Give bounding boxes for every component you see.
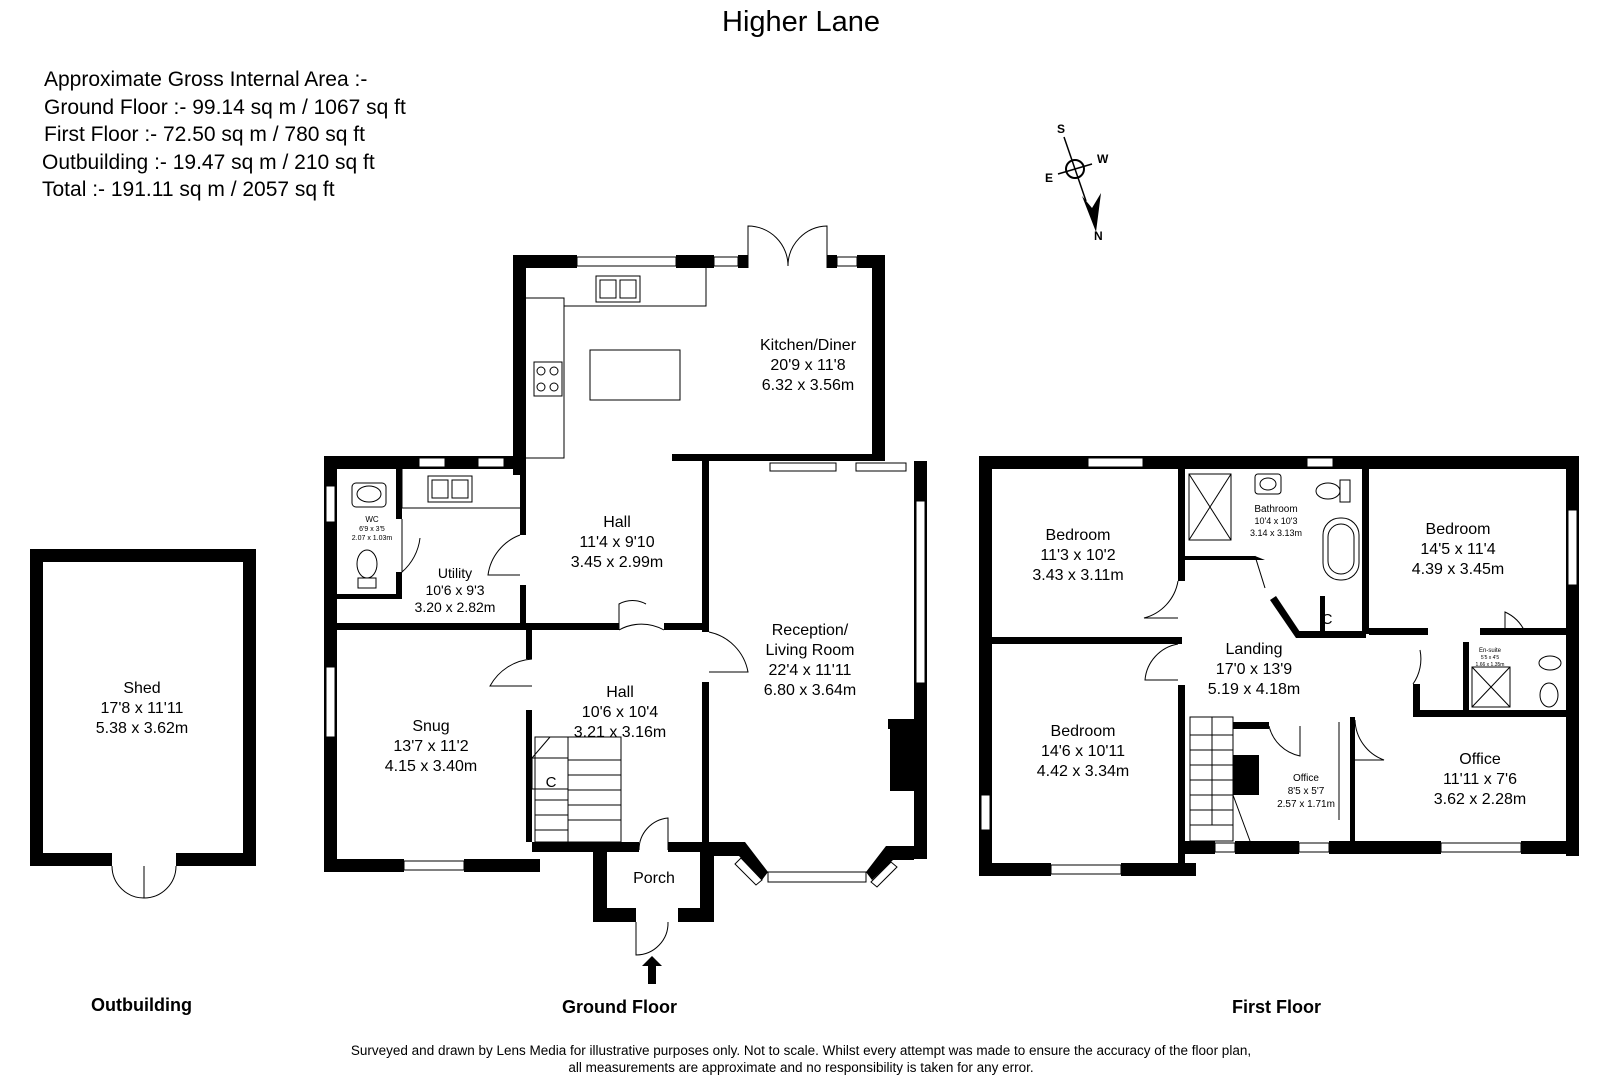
cupboard-first-label: C <box>1322 611 1333 628</box>
kitchen-imperial: 20'9 x 11'8 <box>770 357 845 374</box>
ensuite-imperial: 5'5 x 4'5 <box>1481 655 1500 661</box>
room-kitchen-diner: Kitchen/Diner 20'9 x 11'8 6.32 x 3.56m <box>760 337 857 394</box>
disclaimer-line-2: all measurements are approximate and no … <box>568 1060 1034 1075</box>
bedroom1-metric: 3.43 x 3.11m <box>1032 567 1123 584</box>
floor-label-outbuilding: Outbuilding <box>91 995 192 1015</box>
area-outbuilding: Outbuilding :- 19.47 sq m / 210 sq ft <box>42 150 375 174</box>
compass-e: E <box>1045 171 1053 185</box>
ensuite-name: En-suite <box>1479 648 1502 654</box>
bathroom-metric: 3.14 x 3.13m <box>1250 528 1302 538</box>
bedroom3-imperial: 14'6 x 10'11 <box>1041 743 1125 760</box>
room-bedroom-2: Bedroom 14'5 x 11'4 4.39 x 3.45m <box>1412 521 1505 578</box>
room-labels: Shed 17'8 x 11'11 5.38 x 3.62m Kitchen/D… <box>96 337 1527 887</box>
office-large-imperial: 11'11 x 7'6 <box>1443 771 1517 788</box>
disclaimer: Surveyed and drawn by Lens Media for ill… <box>0 1042 1602 1076</box>
room-snug: Snug 13'7 x 11'2 4.15 x 3.40m <box>385 718 478 775</box>
page-title: Higher Lane <box>722 6 880 38</box>
ensuite-metric: 1.66 x 1.35m <box>1476 662 1505 668</box>
utility-name: Utility <box>438 565 472 581</box>
office-small-imperial: 8'5 x 5'7 <box>1288 786 1325 797</box>
wc-imperial: 6'9 x 3'5 <box>359 526 385 533</box>
reception-name-1: Reception/ <box>772 622 849 639</box>
room-wc: WC 6'9 x 3'5 2.07 x 1.03m <box>352 515 393 542</box>
bedroom2-imperial: 14'5 x 11'4 <box>1420 541 1495 558</box>
compass-icon: S W E N <box>1045 122 1109 243</box>
utility-metric: 3.20 x 2.82m <box>415 599 496 615</box>
snug-imperial: 13'7 x 11'2 <box>393 738 468 755</box>
area-ground-floor: Ground Floor :- 99.14 sq m / 1067 sq ft <box>44 95 406 119</box>
snug-name: Snug <box>412 718 449 735</box>
room-bedroom-3: Bedroom 14'6 x 10'11 4.42 x 3.34m <box>1037 723 1130 780</box>
hall-upper-metric: 3.45 x 2.99m <box>571 554 664 571</box>
landing-name: Landing <box>1226 641 1283 658</box>
room-bathroom: Bathroom 10'4 x 10'3 3.14 x 3.13m <box>1250 504 1302 538</box>
hall-upper-imperial: 11'4 x 9'10 <box>579 534 654 551</box>
hall-lower-imperial: 10'6 x 10'4 <box>582 704 658 721</box>
ground-floor-fixtures <box>351 225 828 956</box>
area-heading: Approximate Gross Internal Area :- <box>44 68 368 91</box>
office-large-name: Office <box>1459 751 1501 768</box>
bedroom2-name: Bedroom <box>1426 521 1491 538</box>
bathroom-name: Bathroom <box>1254 504 1297 515</box>
bathroom-imperial: 10'4 x 10'3 <box>1255 516 1298 526</box>
office-small-metric: 2.57 x 1.71m <box>1277 799 1335 810</box>
compass-s: S <box>1057 122 1065 136</box>
cupboard-ground-label: C <box>546 774 557 791</box>
area-total: Total :- 191.11 sq m / 2057 sq ft <box>42 178 335 201</box>
area-summary: Approximate Gross Internal Area :- Groun… <box>42 66 406 204</box>
room-ensuite: En-suite 5'5 x 4'5 1.66 x 1.35m <box>1476 648 1505 668</box>
ground-floor-walls <box>324 255 927 984</box>
compass-w: W <box>1097 152 1109 166</box>
area-first-floor: First Floor :- 72.50 sq m / 780 sq ft <box>44 123 365 146</box>
bedroom1-name: Bedroom <box>1046 527 1111 544</box>
room-office-small: Office 8'5 x 5'7 2.57 x 1.71m <box>1277 773 1335 810</box>
room-reception: Reception/ Living Room 22'4 x 11'11 6.80… <box>764 622 857 699</box>
kitchen-name: Kitchen/Diner <box>760 337 857 354</box>
reception-metric: 6.80 x 3.64m <box>764 682 857 699</box>
compass-n: N <box>1094 229 1103 243</box>
kitchen-metric: 6.32 x 3.56m <box>762 377 855 394</box>
room-utility: Utility 10'6 x 9'3 3.20 x 2.82m <box>415 565 496 615</box>
hall-lower-name: Hall <box>606 684 634 701</box>
wc-name: WC <box>365 515 379 524</box>
snug-metric: 4.15 x 3.40m <box>385 758 478 775</box>
bedroom1-imperial: 11'3 x 10'2 <box>1040 547 1115 564</box>
room-bedroom-1: Bedroom 11'3 x 10'2 3.43 x 3.11m <box>1032 527 1123 584</box>
wc-metric: 2.07 x 1.03m <box>352 535 393 542</box>
room-hall-lower: Hall 10'6 x 10'4 3.21 x 3.16m <box>574 684 667 741</box>
bedroom3-name: Bedroom <box>1051 723 1116 740</box>
hall-lower-metric: 3.21 x 3.16m <box>574 724 667 741</box>
reception-name-2: Living Room <box>766 642 855 659</box>
hall-upper-name: Hall <box>603 514 631 531</box>
floor-label-ground: Ground Floor <box>562 997 677 1017</box>
room-landing: Landing 17'0 x 13'9 5.19 x 4.18m <box>1208 641 1301 698</box>
office-small-name: Office <box>1293 773 1319 784</box>
room-hall-upper: Hall 11'4 x 9'10 3.45 x 2.99m <box>571 514 664 571</box>
bedroom3-metric: 4.42 x 3.34m <box>1037 763 1130 780</box>
reception-imperial: 22'4 x 11'11 <box>769 662 852 679</box>
first-floor-walls <box>979 456 1579 876</box>
landing-metric: 5.19 x 4.18m <box>1208 681 1301 698</box>
room-office-large: Office 11'11 x 7'6 3.62 x 2.28m <box>1434 751 1527 808</box>
bedroom2-metric: 4.39 x 3.45m <box>1412 561 1505 578</box>
office-large-metric: 3.62 x 2.28m <box>1434 791 1527 808</box>
landing-imperial: 17'0 x 13'9 <box>1216 661 1292 678</box>
porch-name: Porch <box>633 870 675 887</box>
shed-name: Shed <box>123 680 160 697</box>
shed-metric: 5.38 x 3.62m <box>96 720 189 737</box>
shed-imperial: 17'8 x 11'11 <box>101 700 184 717</box>
utility-imperial: 10'6 x 9'3 <box>425 582 484 598</box>
disclaimer-line-1: Surveyed and drawn by Lens Media for ill… <box>350 1043 1252 1058</box>
first-floor-fixtures <box>1143 473 1562 842</box>
outbuilding-plan <box>30 549 256 899</box>
floor-label-first: First Floor <box>1232 997 1321 1017</box>
room-shed: Shed 17'8 x 11'11 5.38 x 3.62m <box>96 680 189 737</box>
